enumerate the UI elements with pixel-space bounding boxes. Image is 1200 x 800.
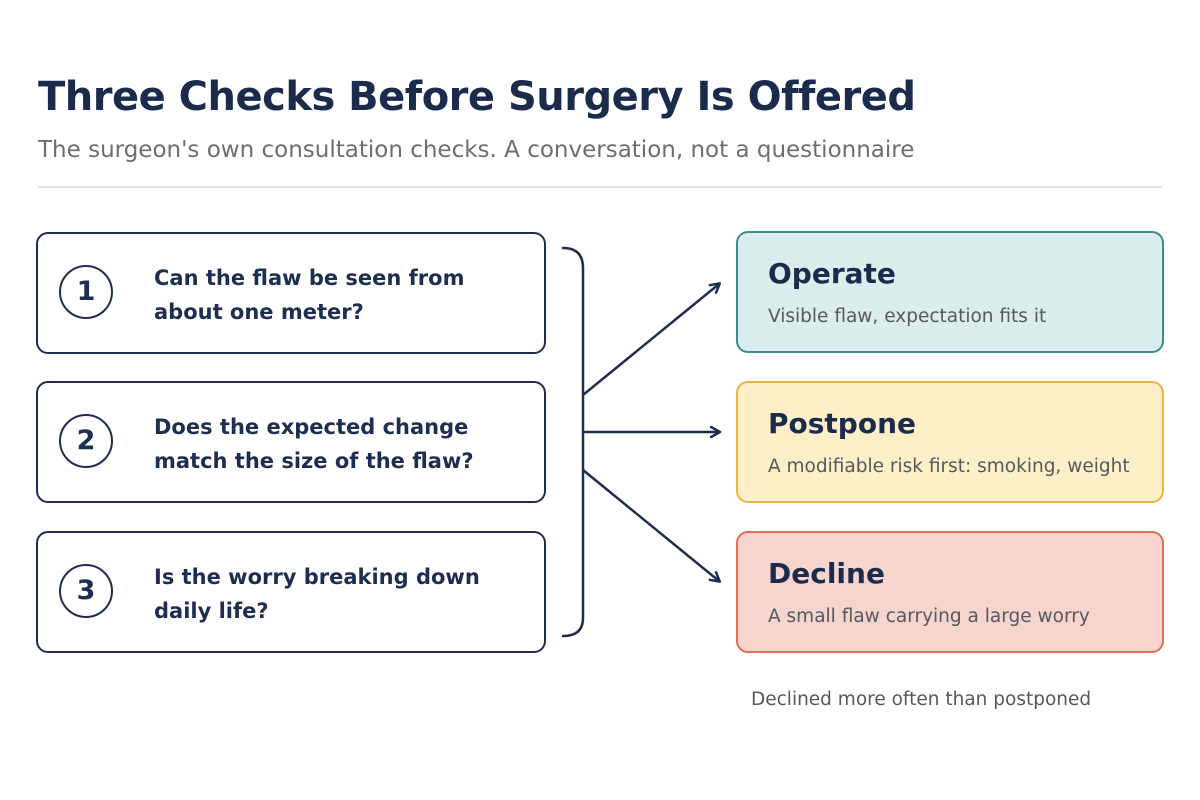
arrow-to-decline (582, 469, 719, 581)
footnote: Declined more often than postponed (751, 689, 1092, 710)
outcome-decline-description: A small flaw carrying a large worry (768, 606, 1090, 627)
check-question-1: Can the flaw be seen from about one mete… (154, 266, 465, 324)
check-box-1: 1 Can the flaw be seen from about one me… (36, 232, 546, 354)
check-question-3: Is the worry breaking down daily life? (154, 565, 480, 623)
check-question-2: Does the expected change match the size … (154, 415, 474, 473)
page-title: Three Checks Before Surgery Is Offered (38, 74, 916, 120)
grouping-bracket (561, 246, 585, 638)
outcome-postpone-title: Postpone (768, 407, 917, 440)
outcome-postpone-description: A modifiable risk first: smoking, weight (768, 456, 1130, 477)
check-number-2: 2 (59, 414, 113, 468)
arrow-to-operate (582, 284, 719, 396)
check-box-3: 3 Is the worry breaking down daily life? (36, 531, 546, 653)
check-box-2: 2 Does the expected change match the siz… (36, 381, 546, 503)
outcome-decline-title: Decline (768, 557, 885, 590)
outcome-operate-description: Visible flaw, expectation fits it (768, 306, 1047, 327)
outcome-decline: Decline A small flaw carrying a large wo… (736, 531, 1164, 653)
page-subtitle: The surgeon's own consultation checks. A… (38, 137, 915, 163)
outcome-operate-title: Operate (768, 257, 896, 290)
outcome-postpone: Postpone A modifiable risk first: smokin… (736, 381, 1164, 503)
outcome-operate: Operate Visible flaw, expectation fits i… (736, 231, 1164, 353)
check-number-3: 3 (59, 564, 113, 618)
header-divider (38, 186, 1162, 188)
check-number-1: 1 (59, 265, 113, 319)
